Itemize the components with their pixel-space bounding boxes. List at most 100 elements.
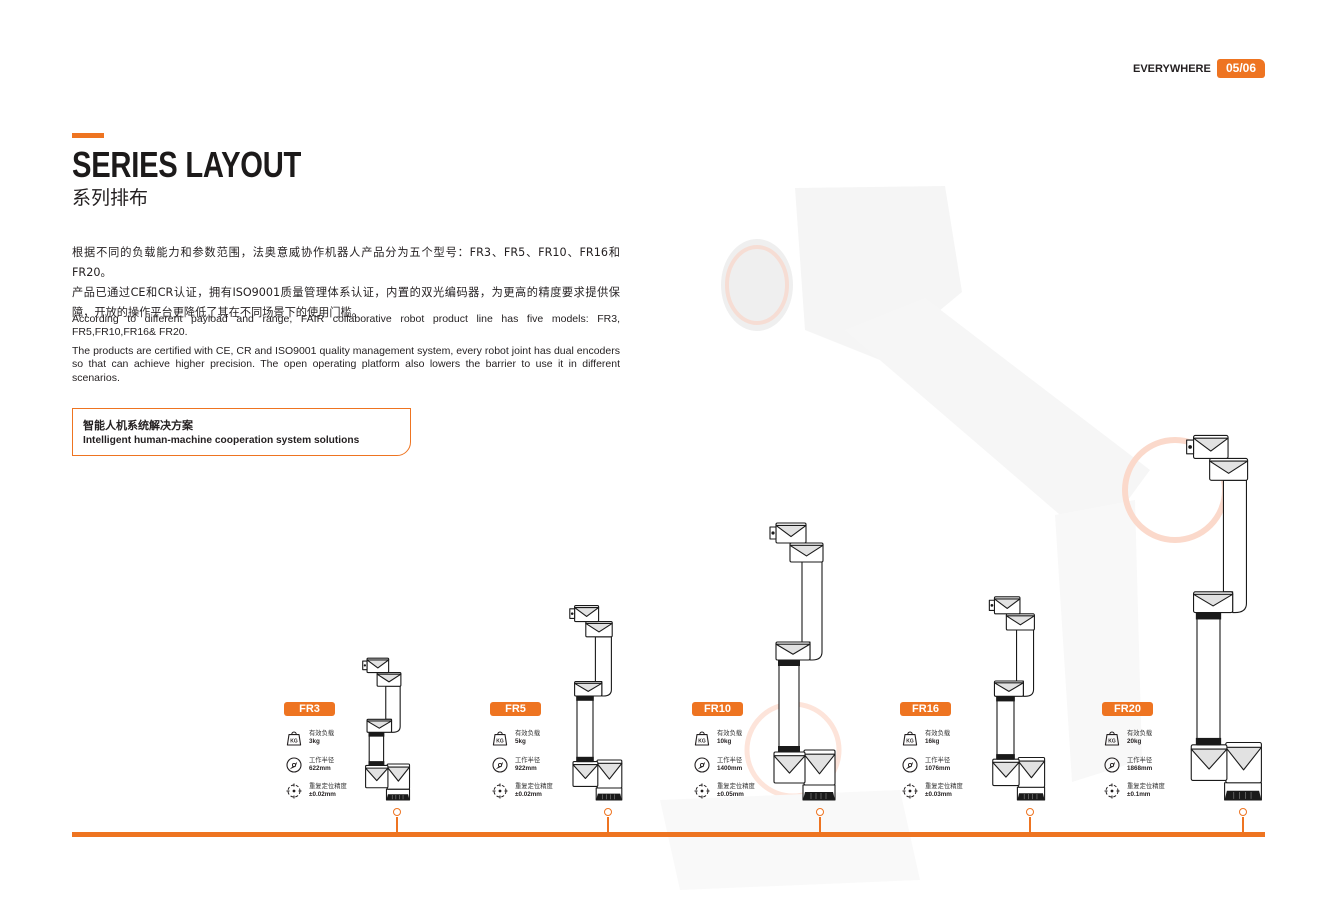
repeatability-spec: 重复定位精度 ±0.02mm [286, 783, 354, 800]
reach-label: 工作半径 [1127, 757, 1153, 764]
callout-chinese: 智能人机系统解决方案 [83, 419, 193, 432]
intro-en-paragraph-2: The products are certified with CE, CR a… [72, 345, 620, 384]
repeatability-spec: 重复定位精度 ±0.1mm [1104, 783, 1172, 800]
repeatability-label: 重复定位精度 [515, 783, 553, 790]
section-label: EVERYWHERE [1133, 63, 1211, 75]
repeatability-text: 重复定位精度 ±0.03mm [925, 783, 963, 799]
reach-value: 922mm [515, 765, 537, 772]
payload-spec: KG 有效负载 16kg [902, 730, 970, 747]
reach-value: 1076mm [925, 765, 951, 772]
payload-text: 有效负载 20kg [1127, 730, 1152, 746]
timeline-marker-dot [816, 808, 824, 816]
model-card-1: FR5 KG 有效负载 5kg [490, 702, 560, 802]
payload-value: 5kg [515, 738, 526, 745]
repeatability-text: 重复定位精度 ±0.02mm [309, 783, 347, 799]
timeline-marker-dot [604, 808, 612, 816]
intro-zh-paragraph-1: 根据不同的负载能力和参数范围，法奥意威协作机器人产品分为五个型号：FR3、FR5… [72, 246, 620, 279]
model-name-badge: FR20 [1102, 702, 1153, 716]
crosshair-icon [286, 783, 302, 799]
payload-value: 10kg [717, 738, 732, 745]
reach-text: 工作半径 1868mm [1127, 757, 1152, 773]
timeline-marker-line [819, 817, 821, 833]
timeline-marker-line [1029, 817, 1031, 833]
weight-kg-icon: KG [286, 730, 302, 746]
timeline-marker-dot [1026, 808, 1034, 816]
model-card-2: FR10 KG 有效负载 10kg [692, 702, 762, 802]
payload-label: 有效负载 [515, 730, 541, 737]
callout-english: Intelligent human-machine cooperation sy… [83, 435, 360, 446]
repeatability-label: 重复定位精度 [309, 783, 347, 790]
reach-label: 工作半径 [717, 757, 743, 764]
repeatability-value: ±0.02mm [309, 791, 336, 798]
repeatability-label: 重复定位精度 [1127, 783, 1165, 790]
model-card-0: FR3 KG 有效负载 3kg [284, 702, 354, 802]
crosshair-icon [694, 783, 710, 799]
repeatability-text: 重复定位精度 ±0.1mm [1127, 783, 1165, 799]
reach-label: 工作半径 [925, 757, 951, 764]
weight-kg-icon: KG [1104, 730, 1120, 746]
page-number-badge: 05/06 [1217, 59, 1265, 78]
repeatability-label: 重复定位精度 [717, 783, 755, 790]
crosshair-icon [492, 783, 508, 799]
repeatability-text: 重复定位精度 ±0.05mm [717, 783, 755, 799]
model-name-badge: FR5 [490, 702, 541, 716]
bg-robot-flange [721, 239, 793, 331]
reach-value: 1400mm [717, 765, 743, 772]
payload-text: 有效负载 5kg [515, 730, 540, 746]
gauge-icon [492, 757, 508, 773]
gauge-icon [694, 757, 710, 773]
payload-spec: KG 有效负载 20kg [1104, 730, 1172, 747]
series-timeline [72, 832, 1265, 837]
reach-spec: 工作半径 1868mm [1104, 757, 1172, 774]
reach-value: 1868mm [1127, 765, 1153, 772]
gauge-icon [1104, 757, 1120, 773]
repeatability-value: ±0.05mm [717, 791, 744, 798]
kg-icon-text: KG [1108, 739, 1116, 745]
timeline-marker-line [1242, 817, 1244, 833]
title-accent-bar [72, 133, 104, 138]
kg-icon-text: KG [496, 739, 504, 745]
weight-kg-icon: KG [492, 730, 508, 746]
payload-label: 有效负载 [717, 730, 743, 737]
payload-spec: KG 有效负载 10kg [694, 730, 762, 747]
model-name-badge: FR16 [900, 702, 951, 716]
model-name-badge: FR10 [692, 702, 743, 716]
payload-label: 有效负载 [1127, 730, 1153, 737]
reach-spec: 工作半径 622mm [286, 757, 354, 774]
payload-text: 有效负载 3kg [309, 730, 334, 746]
repeatability-spec: 重复定位精度 ±0.02mm [492, 783, 560, 800]
crosshair-icon [1104, 783, 1120, 799]
intro-chinese: 根据不同的负载能力和参数范围，法奥意威协作机器人产品分为五个型号：FR3、FR5… [72, 243, 620, 323]
timeline-marker-line [607, 817, 609, 833]
bg-robot-joint-ring [1122, 437, 1228, 543]
timeline-marker-line [396, 817, 398, 833]
kg-icon-text: KG [290, 739, 298, 745]
payload-label: 有效负载 [925, 730, 951, 737]
model-card-3: FR16 KG 有效负载 16kg [900, 702, 970, 802]
bg-robot-upper-link [845, 298, 1150, 545]
kg-icon-text: KG [906, 739, 914, 745]
payload-value: 3kg [309, 738, 320, 745]
repeatability-spec: 重复定位精度 ±0.03mm [902, 783, 970, 800]
timeline-marker-dot [393, 808, 401, 816]
payload-value: 16kg [925, 738, 940, 745]
weight-kg-icon: KG [902, 730, 918, 746]
repeatability-text: 重复定位精度 ±0.02mm [515, 783, 553, 799]
gauge-icon [902, 757, 918, 773]
repeatability-label: 重复定位精度 [925, 783, 963, 790]
payload-label: 有效负载 [309, 730, 335, 737]
model-name-badge: FR3 [284, 702, 335, 716]
solution-callout-box: 智能人机系统解决方案 Intelligent human-machine coo… [72, 408, 411, 456]
repeatability-spec: 重复定位精度 ±0.05mm [694, 783, 762, 800]
payload-spec: KG 有效负载 5kg [492, 730, 560, 747]
reach-spec: 工作半径 1400mm [694, 757, 762, 774]
reach-text: 工作半径 1400mm [717, 757, 742, 773]
reach-label: 工作半径 [309, 757, 335, 764]
intro-en-paragraph-1: According to different payload and range… [72, 313, 620, 339]
reach-text: 工作半径 1076mm [925, 757, 950, 773]
weight-kg-icon: KG [694, 730, 710, 746]
model-card-4: FR20 KG 有效负载 20kg [1102, 702, 1172, 802]
reach-spec: 工作半径 922mm [492, 757, 560, 774]
bg-robot-base-shadow [660, 790, 920, 890]
reach-text: 工作半径 622mm [309, 757, 334, 773]
